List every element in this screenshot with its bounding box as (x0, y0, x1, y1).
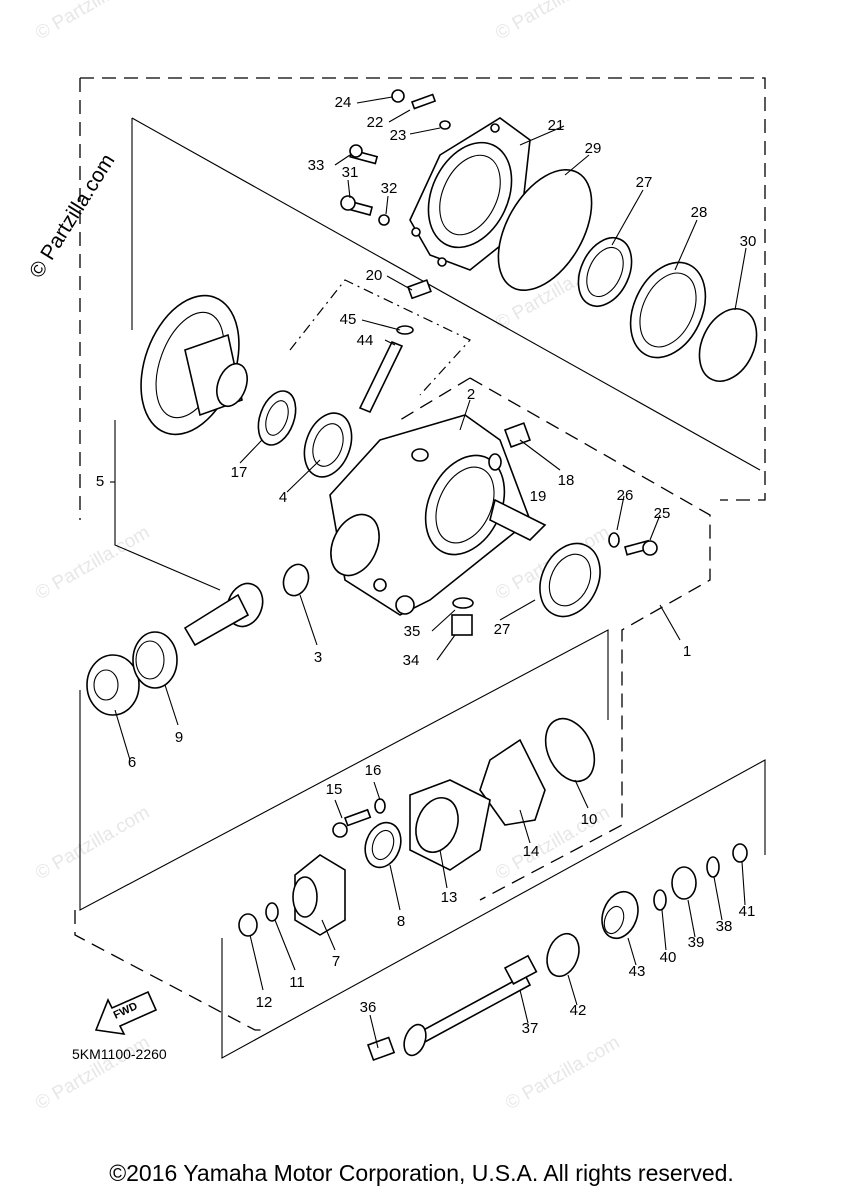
callout-45: 45 (340, 311, 357, 328)
callout-9: 9 (175, 729, 183, 746)
callout-18: 18 (558, 472, 575, 489)
diagram-code: 5KM1100-2260 (72, 1046, 167, 1062)
callout-5: 5 (96, 473, 104, 490)
callout-41: 41 (739, 903, 756, 920)
callout-12: 12 (256, 994, 273, 1011)
callout-24: 24 (335, 94, 352, 111)
callout-37: 37 (522, 1020, 539, 1037)
needle-bearing-9 (132, 631, 178, 689)
callout-1: 1 (683, 643, 691, 660)
watermark-text: © Partzilla.com (492, 0, 613, 44)
callout-4: 4 (279, 489, 287, 506)
bolts-group-top (340, 89, 451, 226)
callout-25: 25 (654, 505, 671, 522)
callout-17: 17 (231, 464, 248, 481)
callout-29: 29 (585, 140, 602, 157)
callout-40: 40 (660, 949, 677, 966)
damper-43 (601, 890, 639, 940)
callout-44: 44 (357, 332, 374, 349)
oil-seal-28 (629, 261, 707, 359)
coupling-7 (292, 854, 346, 936)
oil-seal-27-lower (539, 542, 601, 618)
bearing-housing-21 (409, 117, 531, 271)
drive-shaft-37 (403, 954, 538, 1057)
gasket-14 (479, 738, 546, 826)
callout-15: 15 (326, 781, 343, 798)
watermark-text: © Partzilla.com (32, 522, 153, 604)
gear-case-2 (329, 414, 547, 616)
copyright-notice: ©2016 Yamaha Motor Corporation, U.S.A. A… (109, 1160, 734, 1186)
callout-39: 39 (688, 934, 705, 951)
callout-42: 42 (570, 1002, 587, 1019)
bearing-6 (86, 654, 140, 716)
callout-26: 26 (617, 487, 634, 504)
plug-18 (488, 422, 531, 471)
faint-watermarks: © Partzilla.com © Partzilla.com © Partzi… (32, 0, 623, 1114)
callout-6: 6 (128, 754, 136, 771)
leader-lines (110, 96, 747, 1049)
callout-38: 38 (716, 918, 733, 935)
shim-17 (257, 390, 297, 446)
ring-gear (140, 294, 248, 436)
fwd-arrow-icon (94, 990, 158, 1036)
callout-27-upper: 27 (636, 174, 653, 191)
breather-group (358, 279, 432, 414)
assembly-boundaries (74, 77, 766, 1031)
collar-12 (238, 902, 279, 937)
callout-27-lower: 27 (494, 621, 511, 638)
callout-20: 20 (366, 267, 383, 284)
callout-43: 43 (629, 963, 646, 980)
bearing-3 (282, 563, 310, 597)
callout-35: 35 (404, 623, 421, 640)
drain-plug-34 (451, 597, 474, 636)
callout-36: 36 (360, 999, 377, 1016)
watermark-text: © Partzilla.com (502, 1032, 623, 1114)
callout-34: 34 (403, 652, 420, 669)
callout-13: 13 (441, 889, 458, 906)
watermark-text: © Partzilla.com (32, 802, 153, 884)
callout-31: 31 (342, 164, 359, 181)
watermark-text: © Partzilla.com (32, 1032, 153, 1114)
exploded-drive-shaft-diagram: © Partzilla.com © Partzilla.com © Partzi… (32, 0, 766, 1114)
callout-numbers: 1 2 3 4 5 6 7 8 9 10 11 12 13 14 15 16 1… (96, 94, 757, 1037)
callout-7: 7 (332, 953, 340, 970)
callout-11: 11 (289, 974, 305, 991)
callout-28: 28 (691, 204, 708, 221)
callout-10: 10 (581, 811, 598, 828)
pinion-gear (183, 582, 264, 647)
callout-3: 3 (314, 649, 322, 666)
callout-22: 22 (367, 114, 384, 131)
small-parts-right (653, 843, 748, 911)
callout-2: 2 (467, 386, 475, 403)
watermark-text: © Partzilla.com (32, 0, 153, 44)
circlip-30 (698, 308, 758, 382)
assembly-frame-lines (79, 117, 766, 1059)
bolt-25 (608, 532, 658, 556)
callout-32: 32 (381, 180, 398, 197)
bearing-housing-13 (409, 779, 491, 871)
damper-42 (546, 932, 580, 978)
callout-23: 23 (390, 127, 407, 144)
oil-seal-8 (364, 821, 402, 869)
callout-14: 14 (523, 843, 540, 860)
bearing-4 (303, 412, 353, 478)
spring-36 (366, 1036, 396, 1062)
callout-21: 21 (548, 117, 565, 134)
callout-19: 19 (530, 488, 547, 505)
callout-8: 8 (397, 913, 405, 930)
callout-16: 16 (365, 762, 382, 779)
o-ring-29 (497, 168, 593, 292)
callout-30: 30 (740, 233, 757, 250)
o-ring-10 (544, 717, 596, 783)
oil-seal-27-upper (577, 237, 633, 307)
callout-33: 33 (308, 157, 325, 174)
